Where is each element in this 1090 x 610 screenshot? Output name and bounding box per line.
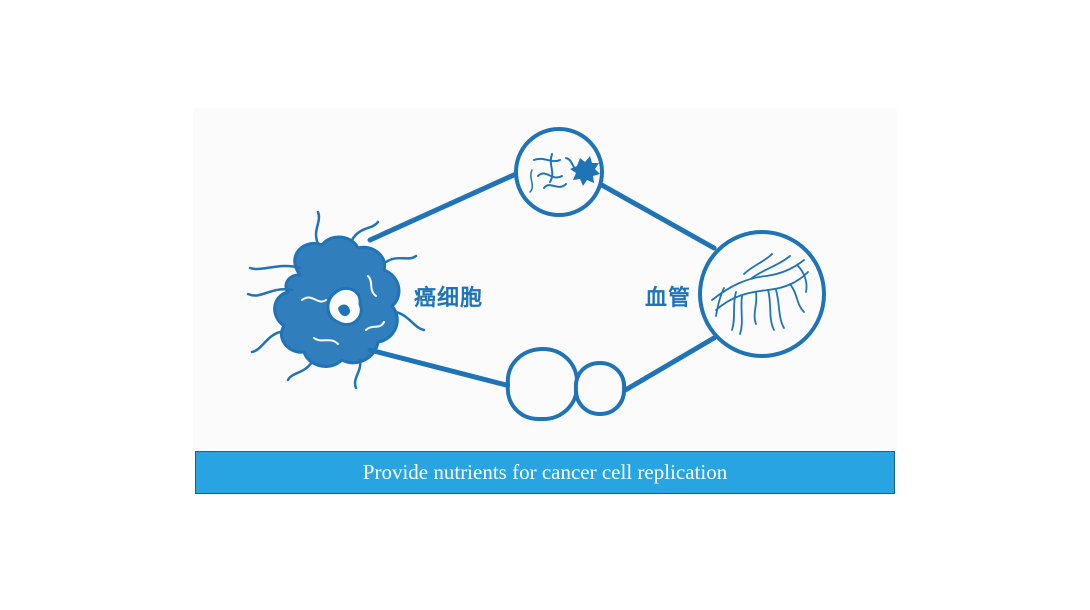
- tumor-mass: [570, 156, 600, 186]
- tumor-vessel-branch-6: [529, 169, 534, 193]
- vessel-branch-9: [789, 283, 805, 313]
- nutrient-cell-large: [505, 346, 580, 422]
- connector-tumor-to-vessel: [597, 181, 717, 251]
- cancer-cell-fold-2: [367, 275, 377, 297]
- cancer-cell-icon: [246, 210, 426, 390]
- cancer-cell-spike-4: [350, 220, 380, 242]
- cancer-cell-fold-4: [365, 321, 385, 331]
- connector-cancer-to-tumor: [367, 171, 519, 243]
- cancer-cell-fold-1: [301, 296, 327, 303]
- caption-bar: Provide nutrients for cancer cell replic…: [195, 451, 895, 494]
- cancer-cell-nucleus: [338, 304, 350, 317]
- cancer-cell-spike-9: [250, 330, 282, 354]
- cancer-cell-spike-8: [286, 360, 314, 382]
- cancer-cell-spike-2: [246, 288, 294, 297]
- tumor-vessels-icon: [514, 127, 604, 217]
- nutrient-cell-small: [573, 360, 627, 417]
- vessel-branch-11: [715, 287, 725, 317]
- blood-vessel-circle: [698, 230, 826, 358]
- cancer-cell-label: 癌细胞: [414, 286, 484, 311]
- vessel-branch-10: [753, 291, 758, 325]
- vessel-branch-6: [739, 295, 743, 335]
- cancer-cell-spike-6: [394, 310, 426, 332]
- tumor-vessel-branch-2: [537, 172, 563, 179]
- cancer-cell-spike-7: [353, 358, 362, 390]
- blood-vessel-icon: [698, 230, 826, 358]
- cancer-cell-spike-3: [314, 210, 321, 246]
- vessel-branch-8: [775, 289, 785, 329]
- vessel-branch-4: [751, 255, 791, 279]
- vessel-branch-5: [731, 291, 737, 331]
- caption-text: Provide nutrients for cancer cell replic…: [362, 460, 728, 484]
- vessel-branch-12: [797, 265, 808, 293]
- blood-vessel-label: 血管: [645, 286, 692, 311]
- connector-vessel-to-cells: [619, 335, 717, 395]
- connector-cells-to-cancer: [367, 347, 509, 388]
- cancer-cell-spike-1: [248, 264, 302, 271]
- cancer-cell-fold-3: [313, 337, 339, 345]
- tumor-vessels-circle: [514, 127, 604, 217]
- cancer-cell-spike-5: [384, 254, 418, 264]
- tumor-vessel-branch-1: [533, 157, 561, 163]
- tumor-vessel-branch-3: [543, 183, 567, 189]
- vessel-branch-1: [711, 259, 805, 301]
- nutrient-cells-icon: [505, 346, 627, 422]
- vessel-branch-3: [743, 253, 773, 275]
- tumor-vessel-branch-4: [549, 153, 554, 183]
- vessel-branch-7: [767, 289, 775, 331]
